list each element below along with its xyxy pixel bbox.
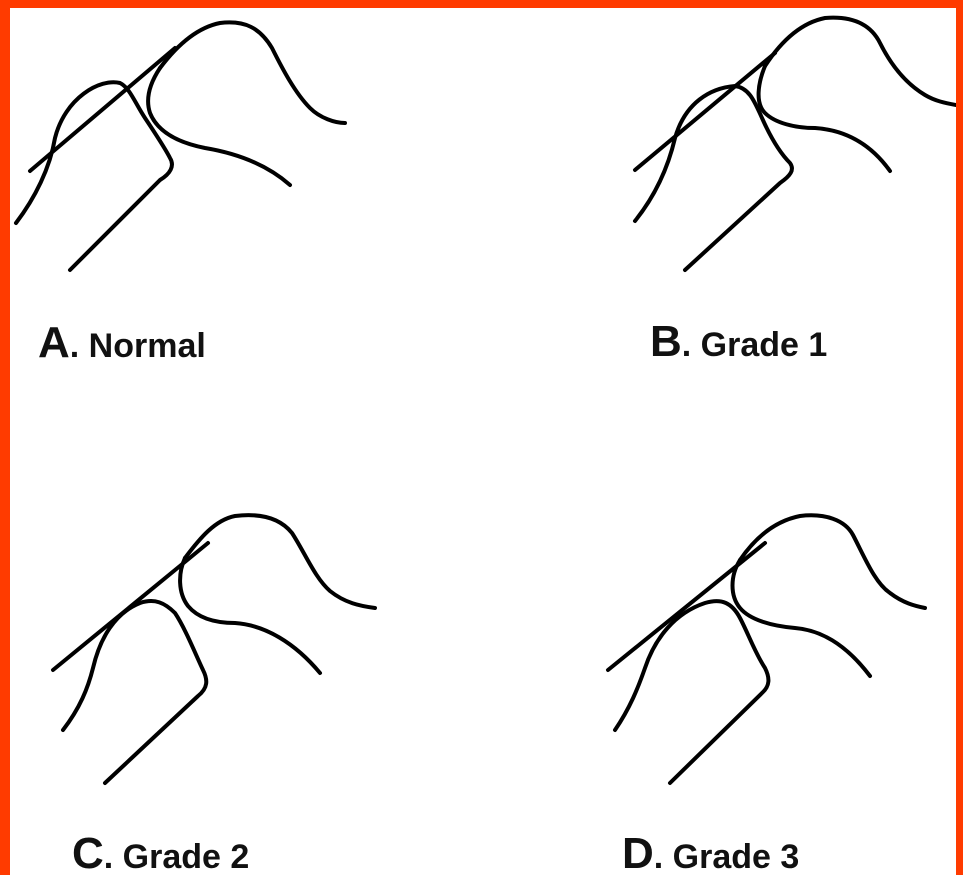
panel-c-drawing xyxy=(53,515,375,783)
panel-a-label: A. Normal xyxy=(38,321,206,365)
panel-b-drawing xyxy=(635,18,956,270)
panel-a-drawing xyxy=(16,22,345,270)
panel-c-text: . Grade 2 xyxy=(104,838,250,875)
panel-d-text: . Grade 3 xyxy=(654,838,800,875)
panel-d-letter: D xyxy=(622,829,654,875)
panel-d-drawing xyxy=(608,515,925,783)
panel-d-label: D. Grade 3 xyxy=(622,832,799,875)
panel-a-letter: A xyxy=(38,318,70,367)
diagram-canvas: A. Normal B. Grade 1 C. Grade 2 D. Grade… xyxy=(10,8,956,875)
panel-b-label: B. Grade 1 xyxy=(650,320,827,364)
panel-c-letter: C xyxy=(72,829,104,875)
panel-c-label: C. Grade 2 xyxy=(72,832,249,875)
panel-a-text: . Normal xyxy=(70,327,206,365)
panel-b-text: . Grade 1 xyxy=(682,326,828,364)
diagram-drawings xyxy=(10,8,956,875)
panel-b-letter: B xyxy=(650,317,682,366)
